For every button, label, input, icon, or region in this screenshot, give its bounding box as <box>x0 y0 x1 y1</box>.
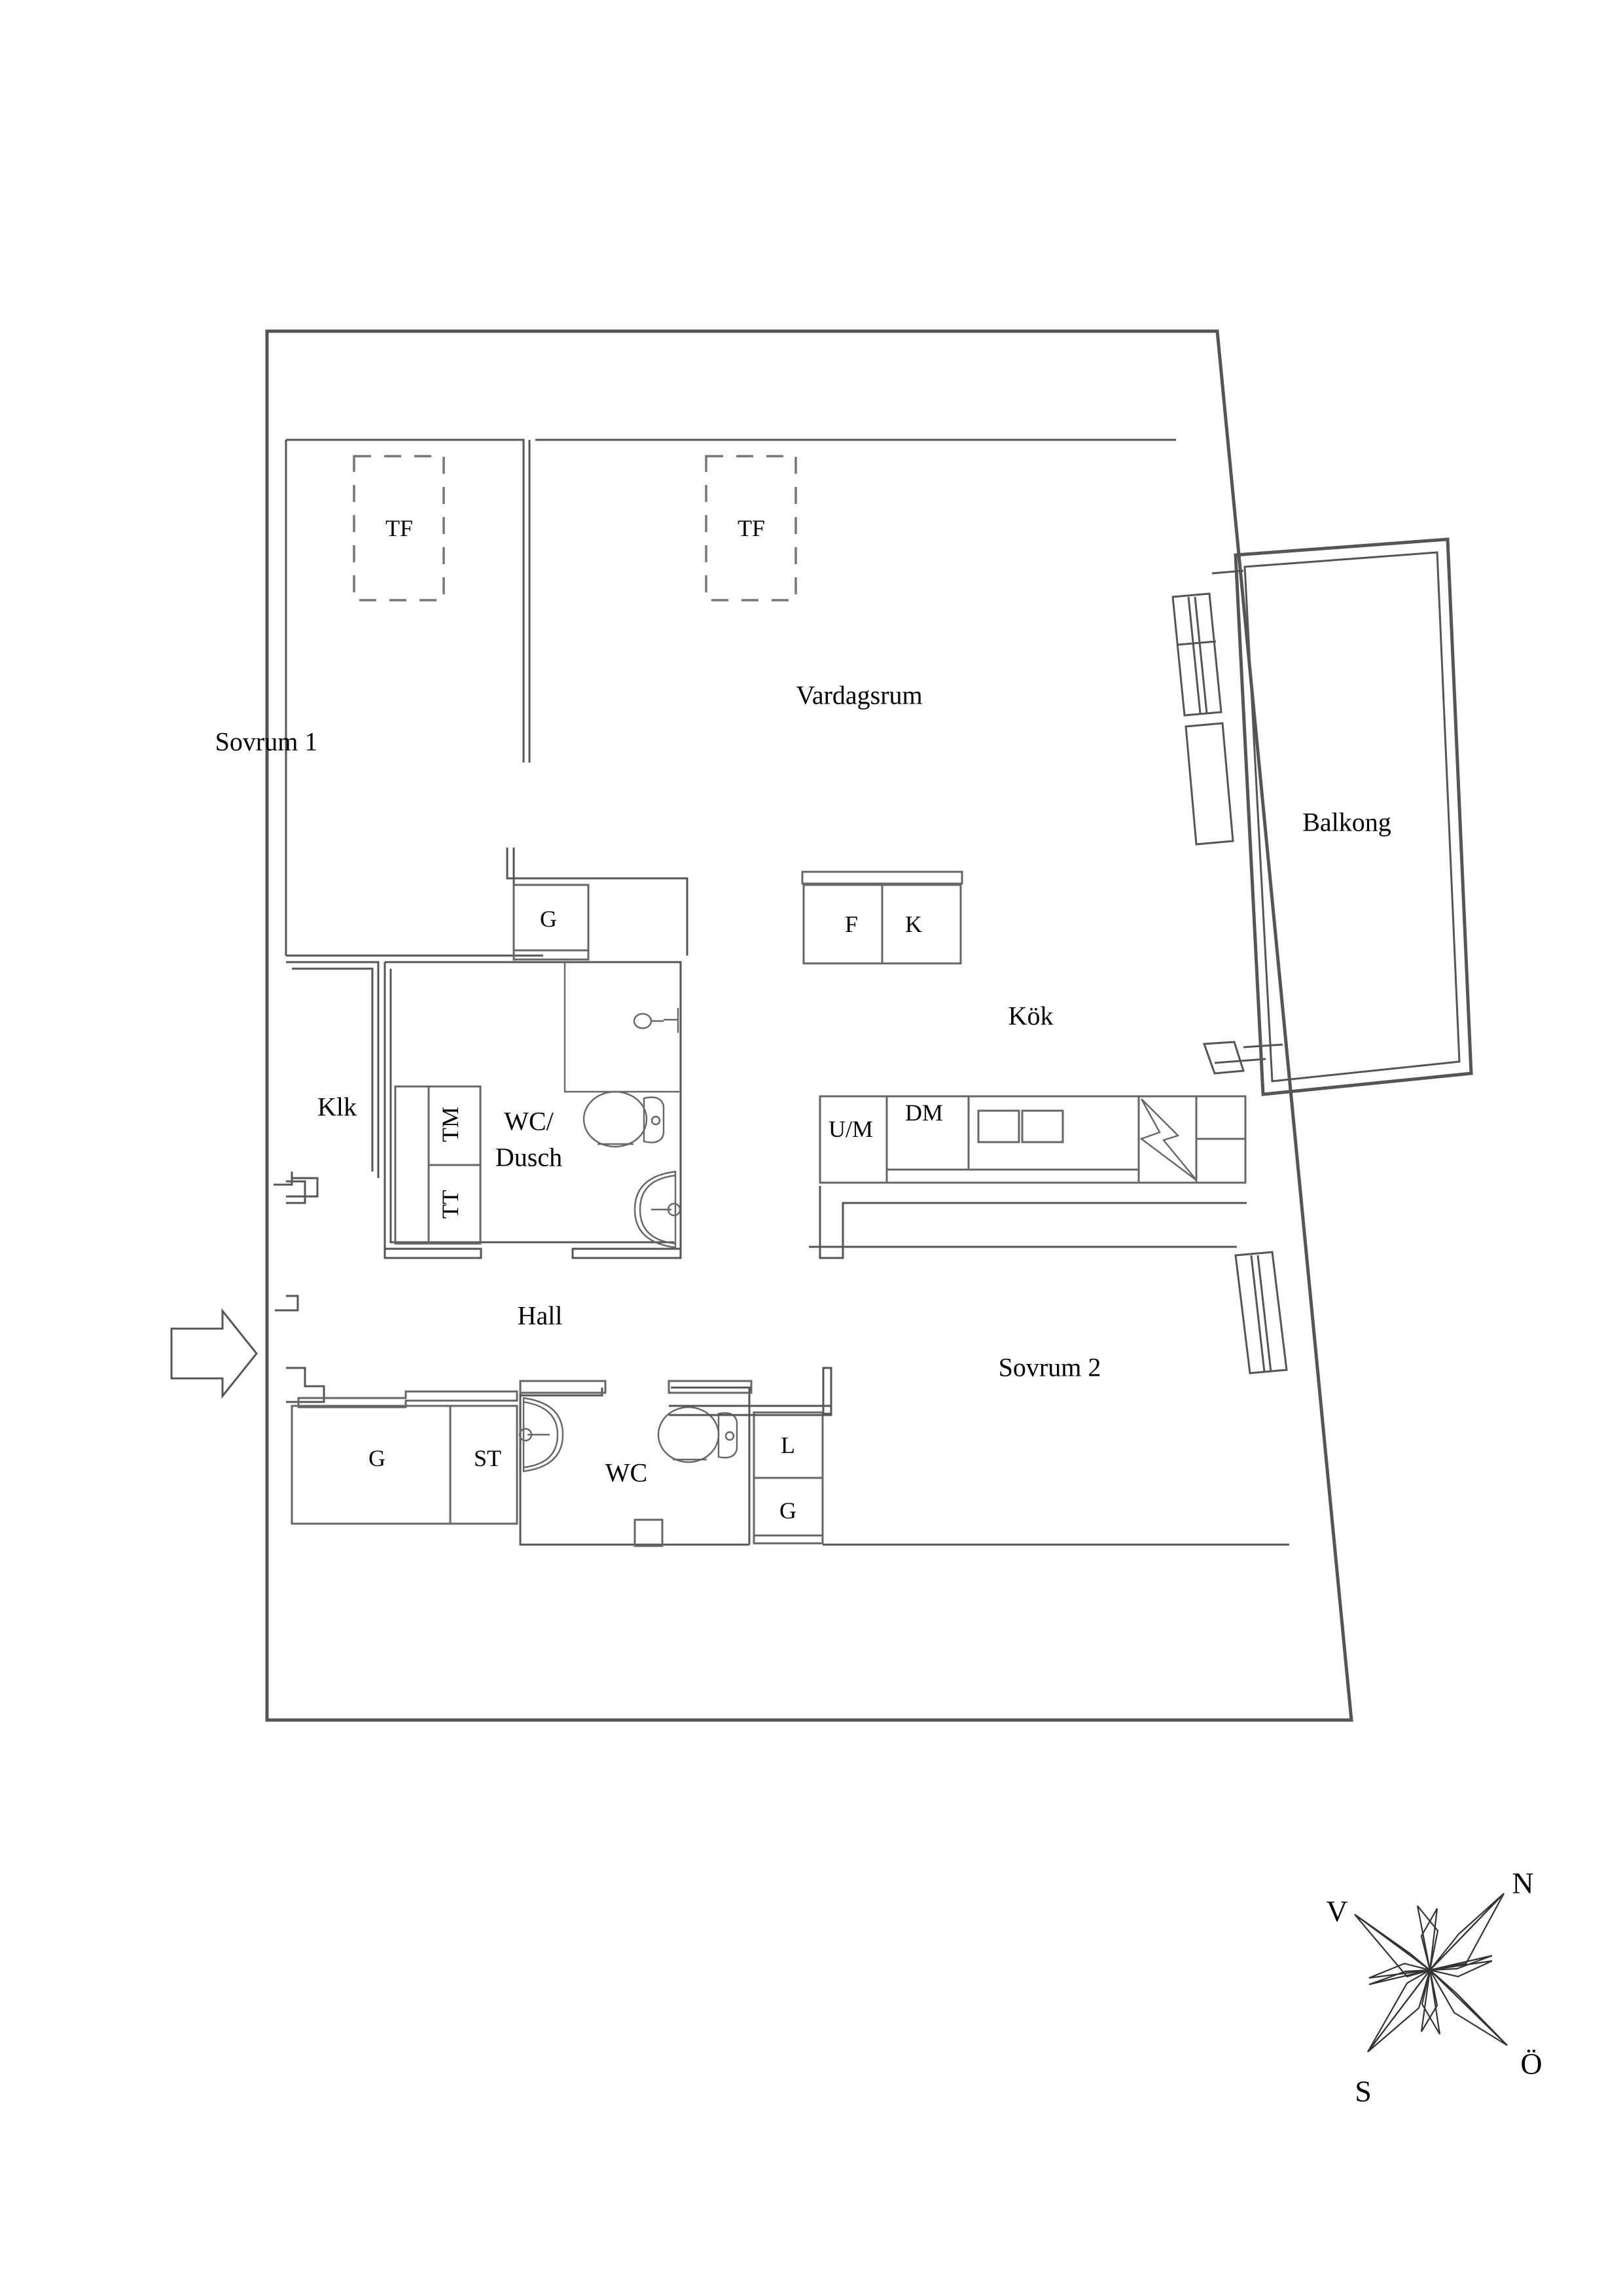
washer-dryer-stack <box>394 1085 482 1245</box>
right-wall-windows <box>1171 592 1288 1374</box>
sovrum2-walls <box>809 1246 1289 1546</box>
hall-wardrobe-row <box>291 1390 518 1525</box>
sink-fixture-wc <box>518 1397 564 1473</box>
compass-rose <box>1354 1893 1508 2053</box>
balcony <box>1211 537 1473 1096</box>
outer-wall <box>265 329 1353 1722</box>
kitchen-upper-cabinets <box>801 870 963 965</box>
shower-fixture <box>633 1008 679 1033</box>
interior-walls-upper <box>285 439 1176 957</box>
entrance-arrow <box>170 1308 258 1399</box>
tf-ceiling-marker-vardagsrum <box>705 455 797 601</box>
lower-wc-walls <box>519 1380 753 1547</box>
toilet-fixture-bathroom <box>582 1090 665 1148</box>
closet-column-L-G <box>669 1367 832 1545</box>
entry-wall-jog <box>275 1180 325 1403</box>
toilet-fixture-wc <box>657 1406 738 1463</box>
kitchen-counter-run <box>819 1095 1247 1259</box>
wc-dusch-walls <box>383 848 688 1259</box>
klk-walls <box>274 961 380 1198</box>
sink-fixture-bathroom <box>633 1170 681 1249</box>
tf-ceiling-marker-sovrum1 <box>353 455 445 601</box>
